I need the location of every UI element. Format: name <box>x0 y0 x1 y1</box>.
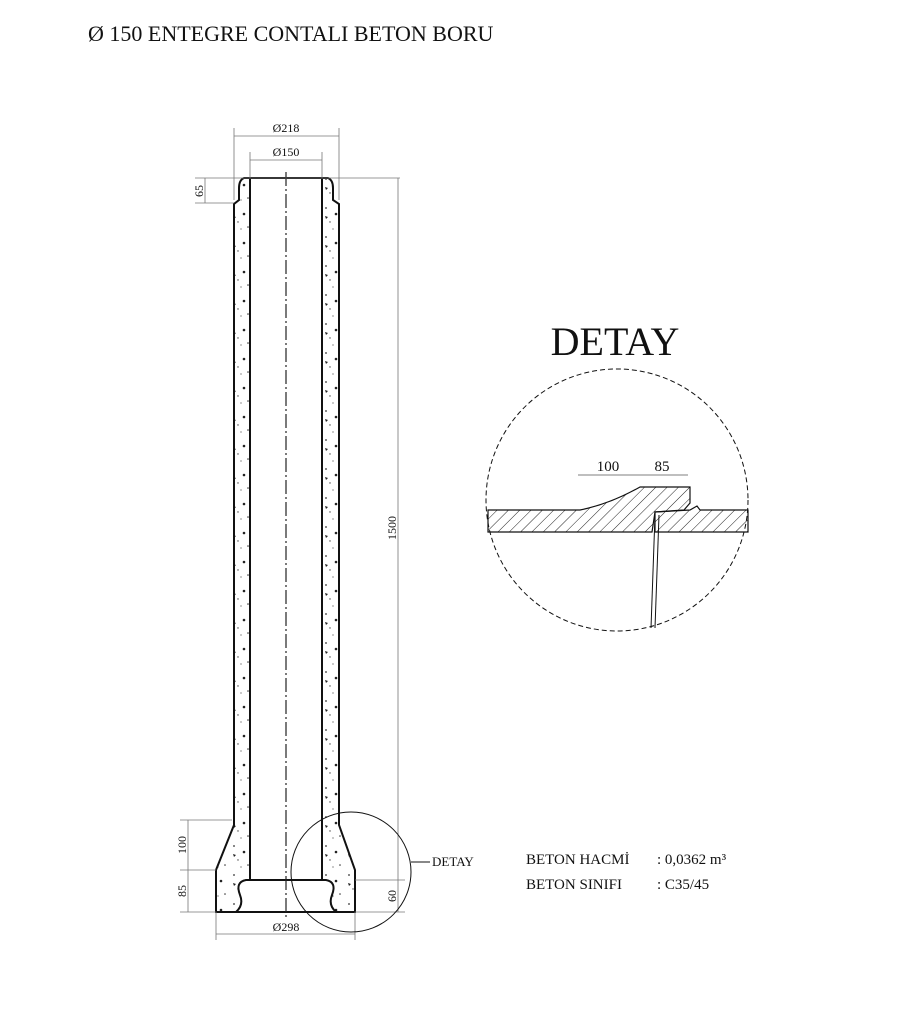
detail-title: DETAY <box>551 319 680 364</box>
spec-volume-value: : 0,0362 m³ <box>657 852 727 868</box>
dim-length: 1500 <box>385 516 399 540</box>
gasket-leader <box>650 514 656 629</box>
dim-outer-top: Ø218 <box>273 121 300 135</box>
dim-inner: Ø150 <box>273 145 300 159</box>
detail-callout-label: DETAY <box>432 854 474 869</box>
dim-outer-bottom: Ø298 <box>273 920 300 934</box>
dim-socket-depth: 60 <box>385 890 399 902</box>
spec-class-value: : C35/45 <box>657 877 709 893</box>
detail-callout-circle <box>290 811 412 933</box>
spec-volume-label: BETON HACMİ <box>526 852 629 868</box>
dim-flare-height: 100 <box>175 836 189 854</box>
detail-section <box>487 486 749 533</box>
detail-dim-b: 85 <box>655 459 670 475</box>
gasket-leader-2 <box>654 514 660 629</box>
spec-class-label: BETON SINIFI <box>526 877 622 893</box>
dimension-lines <box>180 128 405 940</box>
drawing-title: Ø 150 ENTEGRE CONTALI BETON BORU <box>88 21 494 46</box>
dim-spigot-height: 65 <box>192 185 206 197</box>
dim-socket-height: 85 <box>175 885 189 897</box>
detail-circle <box>485 368 749 632</box>
detail-dim-a: 100 <box>597 459 620 475</box>
